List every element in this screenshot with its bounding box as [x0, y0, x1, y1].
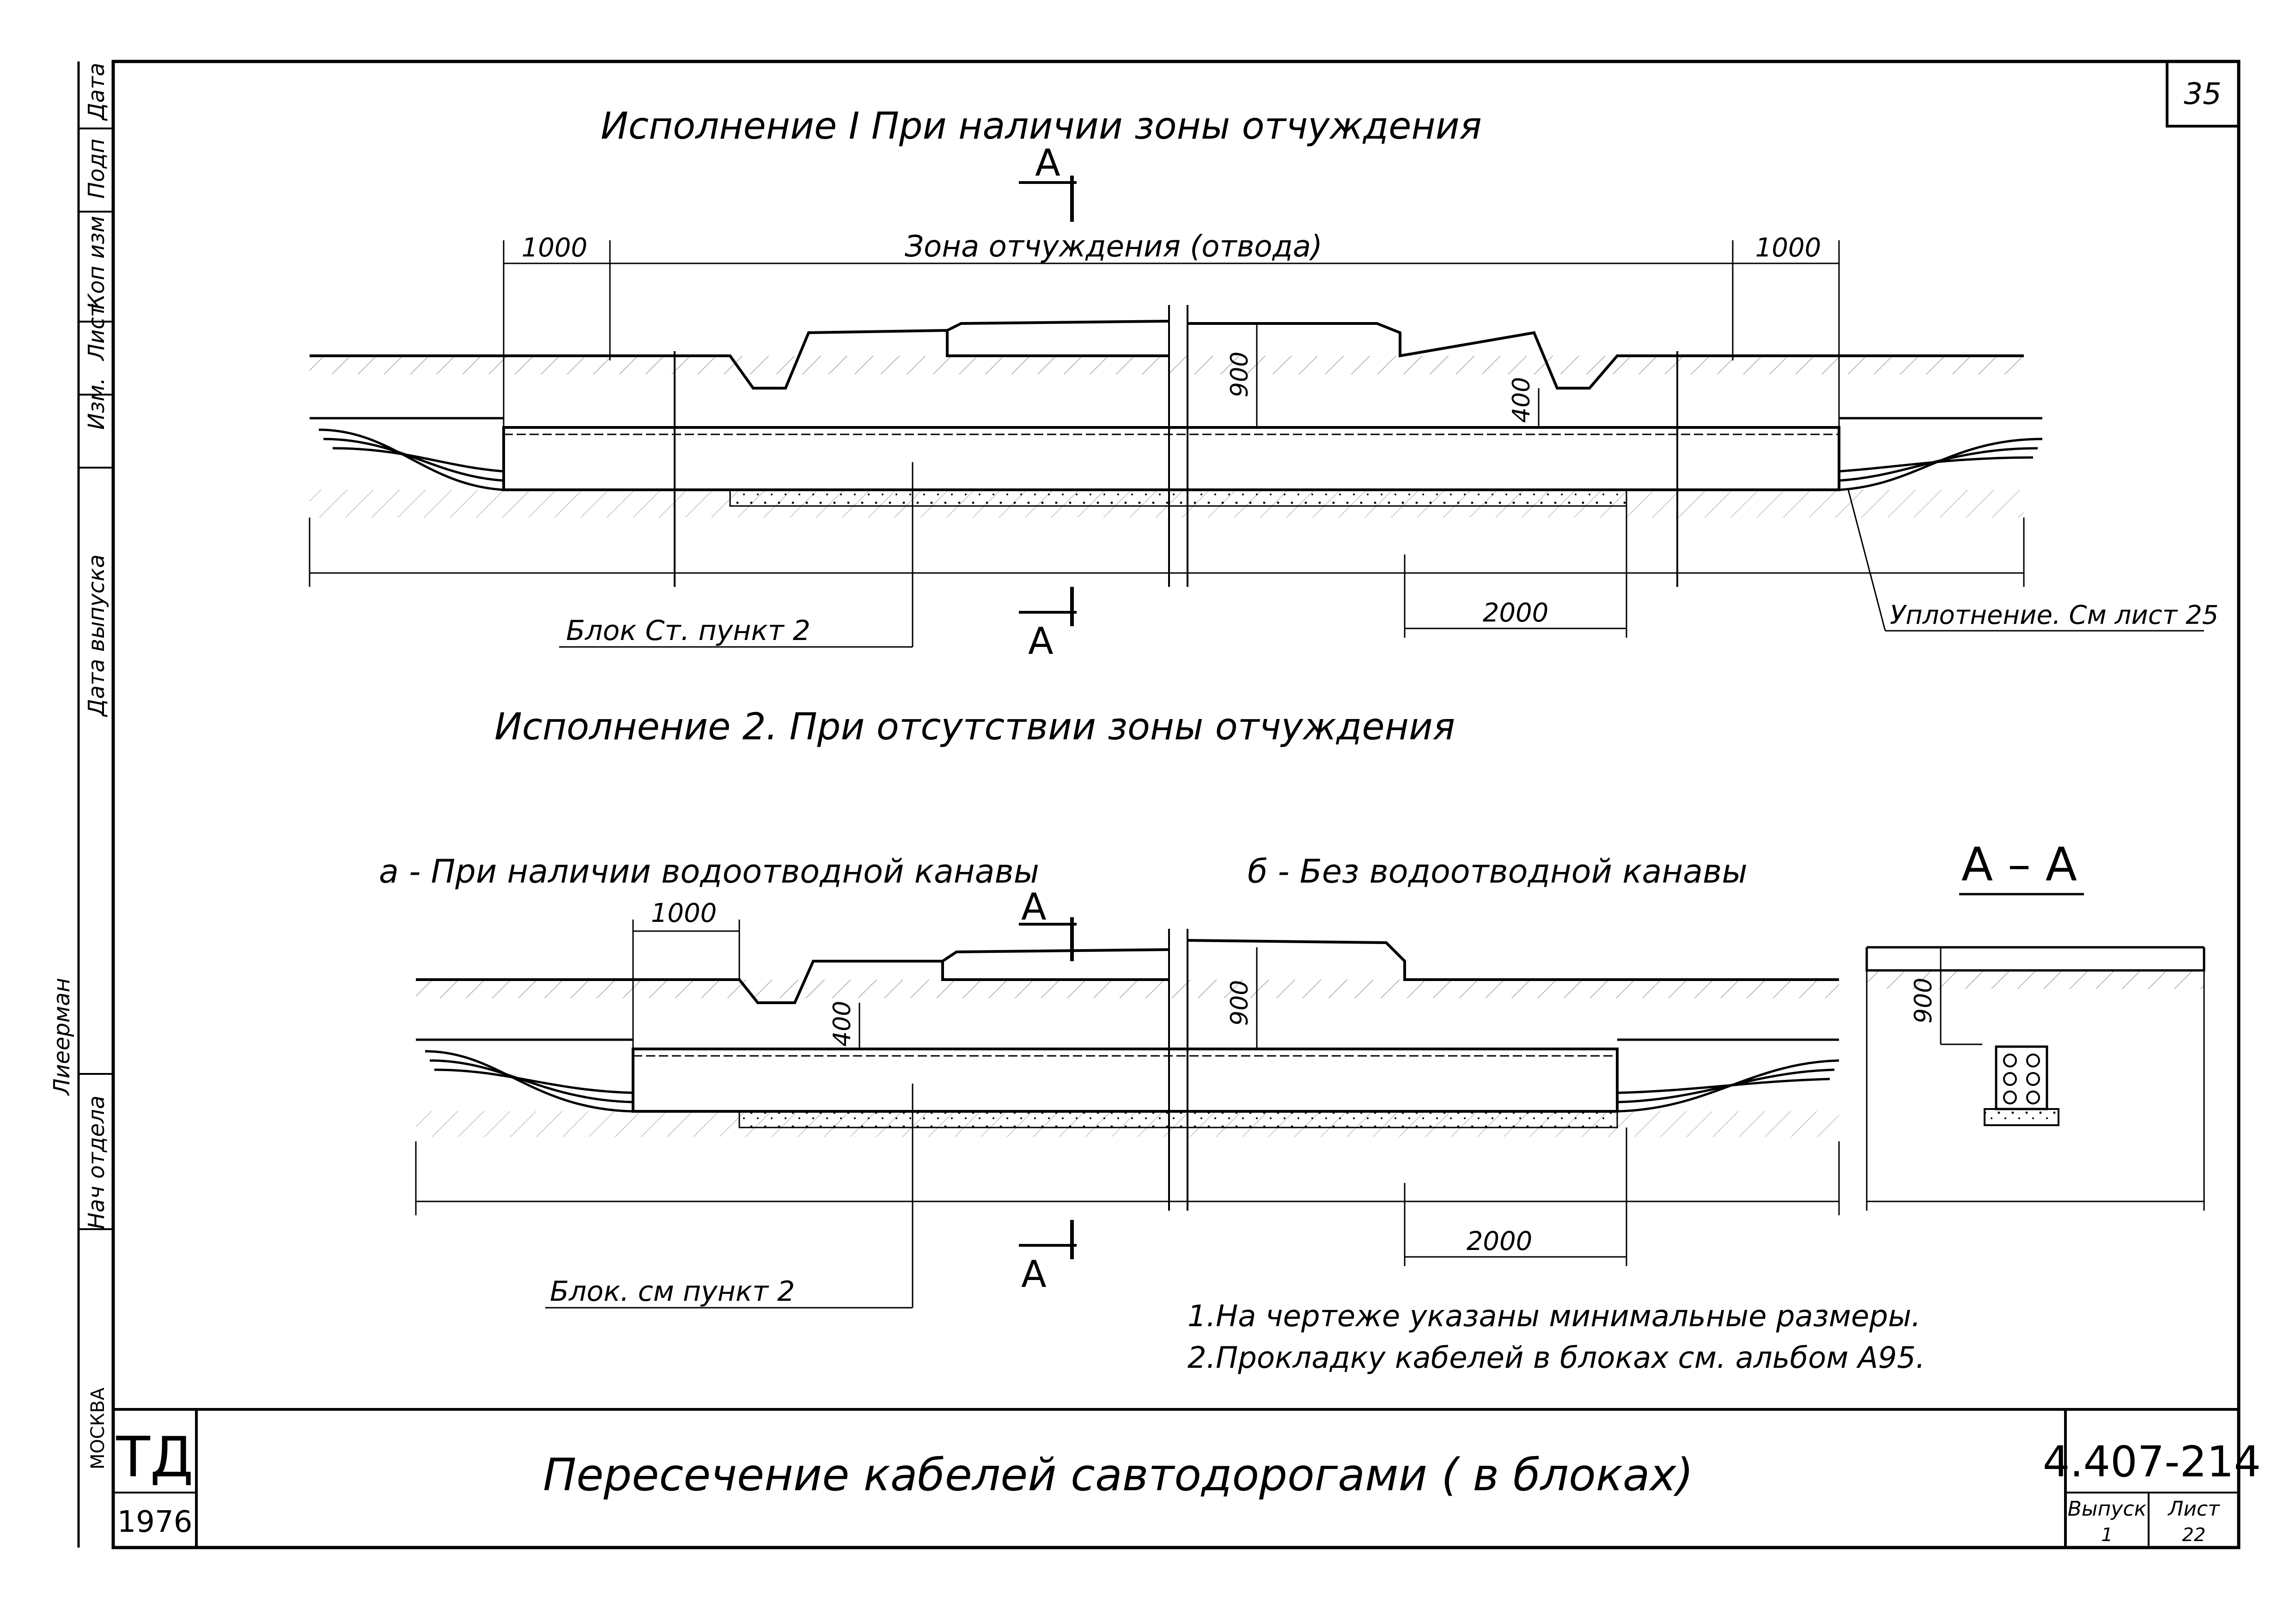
- v1-label-block: Блок Ст. пункт 2: [566, 615, 810, 647]
- variant2-heading: Исполнение 2. При отсутствии зоны отчужд…: [494, 705, 1455, 748]
- v1-dim-left: 1000: [522, 233, 588, 263]
- v1-dim-right: 1000: [1755, 233, 1821, 263]
- issue-value: 1: [2101, 1524, 2113, 1546]
- side-cell-date: Дата: [84, 63, 110, 121]
- v1-zone-label: Зона отчуждения (отвода): [905, 230, 1322, 264]
- issue-label: Выпуск: [2068, 1497, 2147, 1521]
- notes: 1.На чертеже указаны минимальные размеры…: [1188, 1299, 1925, 1375]
- section-aa-depth: 900: [1910, 978, 1937, 1024]
- head-dept-label: Нач отдела: [84, 1096, 110, 1229]
- side-cell-podp: Подп: [84, 139, 110, 199]
- section-mark-bottom-2: А: [1019, 1220, 1077, 1296]
- note-1: 1.На чертеже указаны минимальные размеры…: [1188, 1299, 1921, 1334]
- v1-dim-depth: 900: [1226, 352, 1254, 397]
- side-cell-kop: Коп изм: [84, 216, 110, 310]
- v2-dim-left: 1000: [651, 898, 717, 928]
- cable-block-section: [1984, 1045, 2059, 1126]
- section-aa-title: А – А: [1961, 837, 2077, 891]
- side-cell-izm: Изм.: [84, 378, 110, 430]
- variant2-sub-a: а - При наличии водоотводной канавы: [379, 853, 1039, 890]
- section-letter-top-1: А: [1035, 141, 1060, 184]
- stamp-td: ТД: [116, 1426, 193, 1490]
- v1-label-seal: Уплотнение. См лист 25: [1890, 600, 2218, 630]
- drawing-title: Пересечение кабелей савтодорогами ( в бл…: [543, 1449, 1693, 1501]
- v2-dim-depth: 900: [1226, 980, 1254, 1026]
- section-mark-top-1: А: [1019, 141, 1077, 222]
- v2-dim-bottom: 2000: [1467, 1226, 1533, 1256]
- drawing-code: 4.407-214: [2043, 1437, 2261, 1487]
- section-mark-bottom-1: А: [1019, 587, 1077, 663]
- head-dept-name: Лиеерман: [49, 978, 75, 1096]
- section-aa: А – А 900: [1865, 837, 2205, 1211]
- v1-dim-bottom: 2000: [1483, 598, 1549, 628]
- sheet-label: Лист: [2167, 1497, 2220, 1521]
- variant2-sub-b: б - Без водоотводной канавы: [1248, 853, 1748, 890]
- note-2: 2.Прокладку кабелей в блоках см. альбом …: [1188, 1341, 1925, 1375]
- section-letter-bottom-2: А: [1021, 1253, 1047, 1296]
- v2-dim-ditch: 400: [828, 1001, 856, 1047]
- section-letter-bottom-1: А: [1028, 620, 1054, 663]
- side-cell-list: Лист: [84, 303, 110, 361]
- v1-dim-ditch: 400: [1508, 377, 1535, 423]
- title-block: ТД 1976 Пересечение кабелей савтодорогам…: [113, 1408, 2261, 1548]
- page-number: 35: [2184, 77, 2221, 111]
- date-of-issue: Дата выпуска: [84, 555, 110, 717]
- variant2-drawing: Исполнение 2. При отсутствии зоны отчужд…: [379, 705, 1840, 1309]
- section-letter-top-2: А: [1021, 885, 1047, 928]
- variant1-heading: Исполнение I При наличии зоны отчуждения: [601, 104, 1482, 147]
- side-strip: Изм. Лист Коп изм Подп Дата Дата выпуска…: [49, 61, 115, 1548]
- city-label: МОСКВА: [87, 1387, 109, 1469]
- sheet-value: 22: [2182, 1524, 2206, 1546]
- section-mark-top-2: А: [1019, 885, 1077, 961]
- variant1-drawing: Исполнение I При наличии зоны отчуждения…: [309, 104, 2218, 663]
- year: 1976: [117, 1505, 193, 1539]
- v2-label-block: Блок. см пункт 2: [550, 1275, 795, 1308]
